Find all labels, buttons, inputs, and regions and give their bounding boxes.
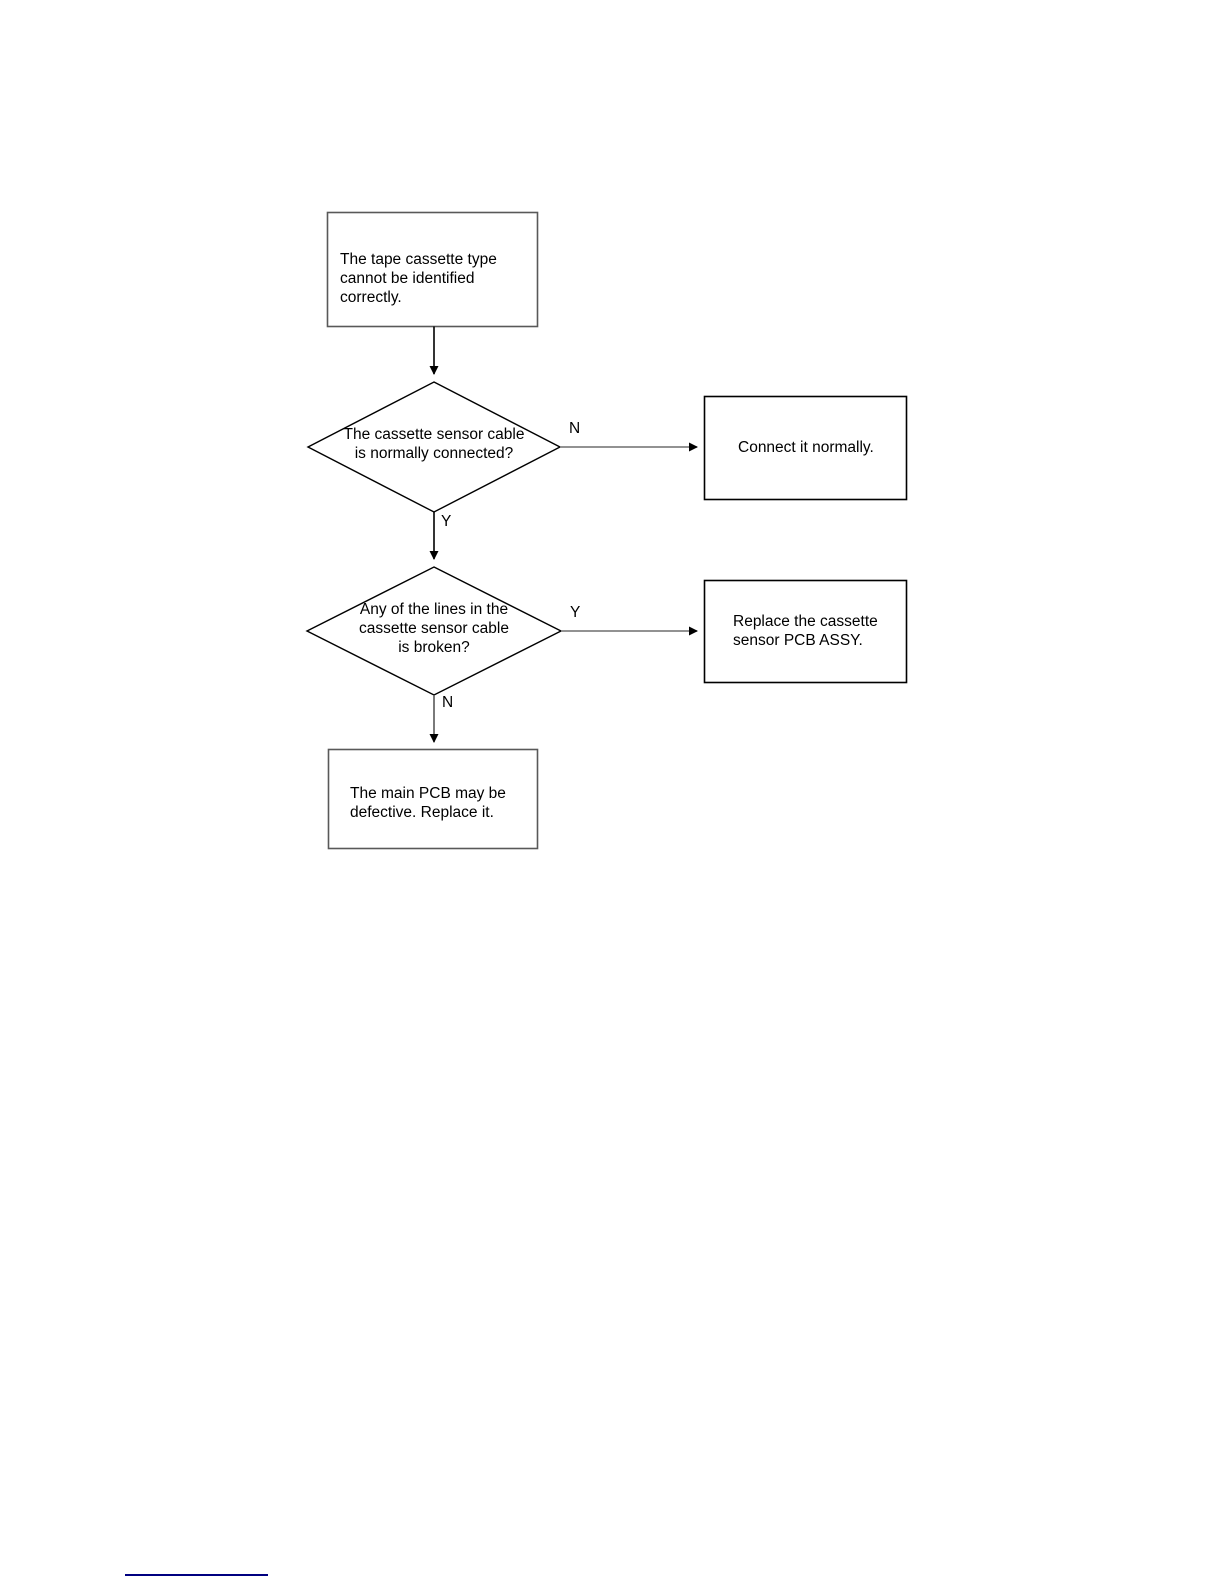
node-action-connect-shape xyxy=(703,395,908,501)
branch-label-decision-2-yes: Y xyxy=(570,604,581,621)
node-action-replace-label: Replace the cassette sensor PCB ASSY. xyxy=(733,613,878,649)
footnote-separator-rule xyxy=(125,1574,268,1576)
node-start-shape xyxy=(326,211,539,328)
node-decision-2-label: Any of the lines in the cassette sensor … xyxy=(359,601,509,656)
node-action-connect-label: Connect it normally. xyxy=(738,439,874,456)
node-action-replace-shape xyxy=(703,579,908,684)
branch-label-decision-1-yes: Y xyxy=(441,513,452,530)
node-decision-1-label: The cassette sensor cable is normally co… xyxy=(343,426,525,462)
node-start-label: The tape cassette type cannot be identif… xyxy=(340,251,497,306)
node-end-label: The main PCB may be defective. Replace i… xyxy=(350,785,506,821)
branch-label-decision-1-no: N xyxy=(569,420,581,437)
branch-label-decision-2-no: N xyxy=(442,694,454,711)
node-end-shape xyxy=(327,748,539,850)
